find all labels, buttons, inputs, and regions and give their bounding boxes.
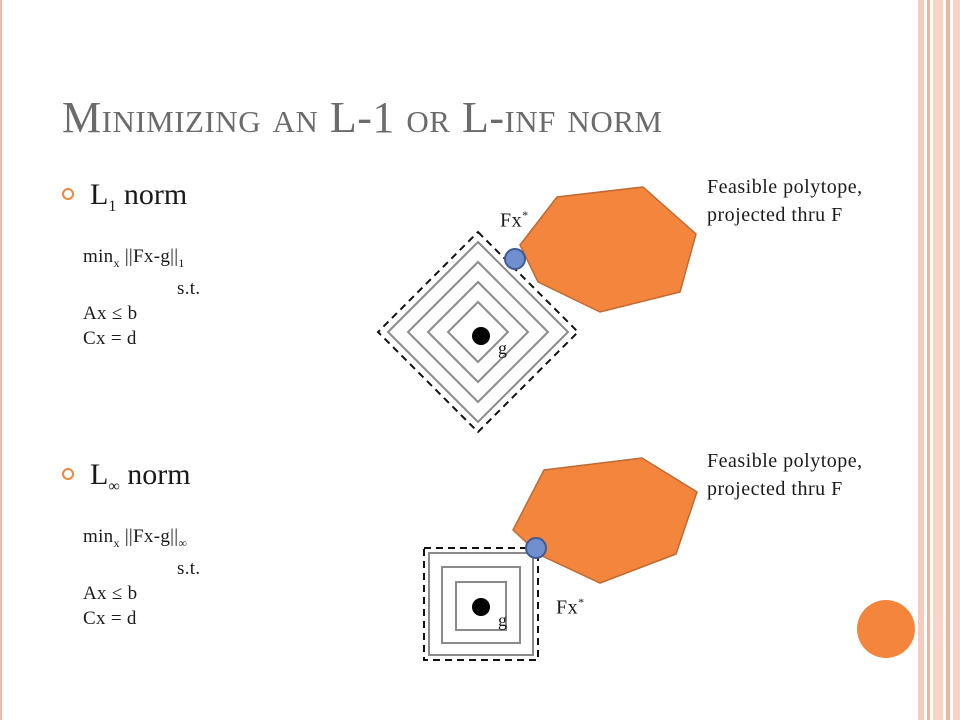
l1-diamond-contours [376, 230, 580, 434]
l1-polytope-label: Feasible polytope, projected thru F [707, 173, 863, 229]
slide-title: Minimizing an L-1 or L-inf norm [62, 93, 663, 142]
bullet-l1-rest: norm [116, 178, 188, 211]
l1-optimal-point [504, 248, 526, 270]
decorative-side-bars [918, 0, 960, 720]
bullet-marker-icon [62, 468, 74, 481]
linf-fx-star: * [578, 595, 585, 609]
l1-contour [446, 300, 510, 364]
linf-dashed-square [423, 547, 539, 661]
bullet-linf-main: L [90, 458, 109, 491]
formula-l1: minx ||Fx-g||1 s.t. Ax ≤ b Cx = d [83, 244, 200, 351]
bullet-linf-norm: L∞ norm [62, 458, 191, 496]
linf-contour [441, 566, 521, 644]
formula-l1-sub-x: x [113, 255, 120, 270]
l1-feasible-polytope [519, 186, 697, 313]
linf-polytope-label-line1: Feasible polytope, [707, 450, 863, 472]
l1-contour [386, 240, 570, 424]
l1-fx-text: Fx [500, 209, 523, 232]
l1-dashed-diamond [376, 230, 580, 434]
linf-target-point [472, 598, 490, 616]
linf-contour [455, 581, 507, 631]
formula-l1-st: s.t. [177, 277, 201, 299]
linf-polytope-label-line2: projected thru F [707, 478, 843, 500]
bullet-l1-main: L [90, 178, 109, 211]
formula-l1-norm-sub: 1 [178, 255, 185, 270]
formula-linf-norm: ||Fx-g|| [119, 526, 179, 547]
norm-diagrams [376, 186, 698, 661]
formula-linf-min: min [83, 526, 114, 547]
linf-polytope-label: Feasible polytope, projected thru F [707, 447, 863, 503]
l1-g-label: g [498, 338, 508, 358]
formula-linf-ineq: Ax ≤ b [83, 582, 138, 604]
formula-l1-ineq: Ax ≤ b [83, 302, 138, 324]
l1-polytope-label-line2: projected thru F [707, 204, 843, 226]
linf-contour [428, 552, 534, 656]
formula-l1-norm: ||Fx-g|| [119, 246, 179, 267]
linf-square-contours [423, 547, 539, 661]
formula-l1-min: min [83, 246, 114, 267]
formula-linf-st: s.t. [177, 557, 201, 579]
formula-l1-eq: Cx = d [83, 327, 137, 349]
bullet-linf-rest: norm [119, 458, 191, 491]
l1-contour [406, 260, 550, 404]
linf-optimal-point [525, 537, 547, 559]
linf-fx-text: Fx [556, 596, 579, 619]
l1-fx-star: * [522, 208, 529, 222]
l1-contour [426, 280, 530, 384]
formula-linf-sub-x: x [113, 535, 120, 550]
l1-polytope-label-line1: Feasible polytope, [707, 176, 863, 198]
l1-fx-label: Fx* [500, 201, 529, 235]
formula-linf-norm-sub: ∞ [178, 535, 188, 550]
l1-target-point [472, 327, 490, 345]
formula-linf: minx ||Fx-g||∞ s.t. Ax ≤ b Cx = d [83, 524, 200, 631]
formula-linf-eq: Cx = d [83, 607, 137, 629]
bullet-l1-norm: L1 norm [62, 178, 187, 216]
bullet-linf-sub: ∞ [108, 478, 120, 495]
linf-feasible-polytope [512, 457, 698, 584]
bullet-l1-sub: 1 [108, 198, 117, 215]
linf-g-label: g [498, 610, 508, 630]
slide-frame [0, 0, 2, 720]
decorative-orange-circle [857, 600, 915, 658]
linf-fx-label: Fx* [556, 588, 585, 622]
bullet-marker-icon [62, 188, 74, 201]
